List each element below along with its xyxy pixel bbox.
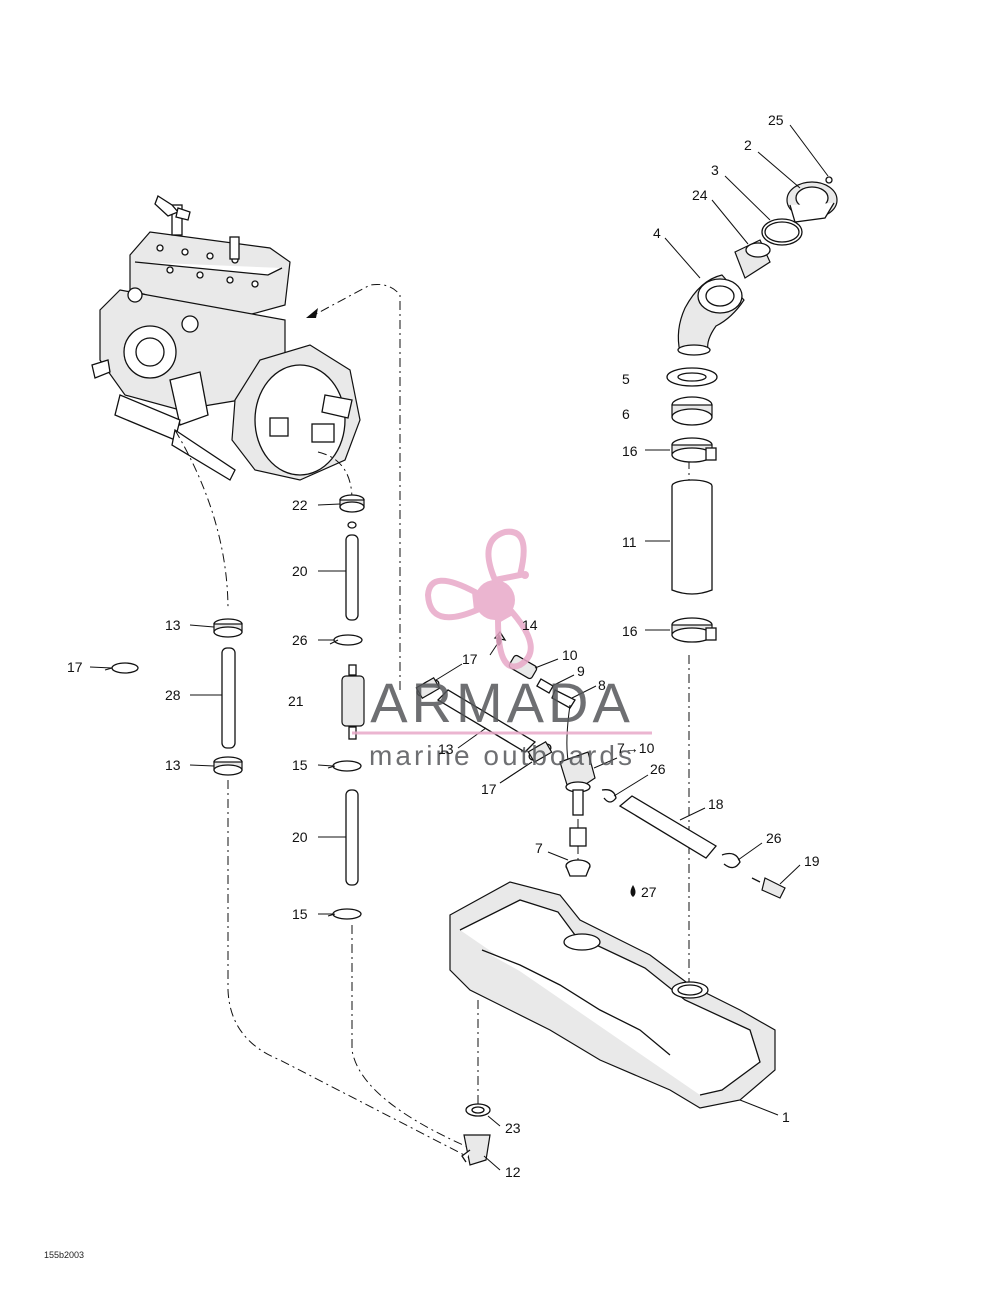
oil-drop-icon (630, 885, 636, 897)
callout-15-upper: 15 (292, 757, 308, 773)
callout-13-left: 28 (165, 687, 181, 703)
propeller-logo-icon (424, 528, 534, 670)
callout-2: 2 (744, 137, 752, 153)
armada-watermark: ARMADA marine outboards (352, 528, 652, 771)
route-arrow-icon (306, 308, 318, 318)
callout-10: 10 (562, 647, 578, 663)
callout-6: 6 (622, 406, 630, 422)
callout-29: 13 (165, 757, 181, 773)
callout-17-center-upper: 17 (462, 651, 478, 667)
callout-21: 21 (288, 693, 304, 709)
callout-1: 1 (782, 1109, 790, 1125)
callout-25: 25 (768, 112, 784, 128)
callout-3: 3 (711, 162, 719, 178)
callout-24: 24 (692, 187, 708, 203)
callout-12: 12 (505, 1164, 521, 1180)
callout-16-lower: 16 (622, 623, 638, 639)
callout-15-lower: 15 (292, 906, 308, 922)
watermark-brand: ARMADA (370, 671, 634, 734)
callout-11: 11 (622, 534, 637, 550)
engine-illustration (91, 195, 361, 481)
callout-22: 22 (292, 497, 308, 513)
callout-7-to-10: 7→10 (617, 740, 655, 756)
callout-19: 19 (804, 853, 820, 869)
callout-28: 17 (67, 659, 83, 675)
callout-8: 8 (598, 677, 606, 693)
fuel-valve-group (461, 630, 786, 1166)
callout-9: 9 (577, 663, 585, 679)
callout-16-upper: 16 (622, 443, 638, 459)
callout-20-lower: 20 (292, 829, 308, 845)
filler-neck-assembly (666, 176, 838, 643)
hoses-and-clamps (104, 494, 553, 920)
callout-26-right: 26 (650, 761, 666, 777)
callout-13-center: 13 (438, 741, 454, 757)
callout-17-center-lower: 17 (481, 781, 497, 797)
callout-18: 18 (708, 796, 724, 812)
callout-labels: 25 2 3 24 4 5 6 16 11 16 14 10 9 8 7→10 … (67, 112, 820, 1180)
callout-26-lower: 26 (766, 830, 782, 846)
fuel-tank (449, 881, 776, 1109)
callout-26-left: 26 (292, 632, 308, 648)
callout-14: 14 (522, 617, 538, 633)
callout-27: 27 (641, 884, 657, 900)
callout-7: 7 (535, 840, 543, 856)
callout-20-upper: 20 (292, 563, 308, 579)
callout-4: 4 (653, 225, 661, 241)
hose-routing-lines (174, 284, 690, 1159)
callout-17-left: 13 (165, 617, 181, 633)
drawing-code: 155b2003 (44, 1250, 84, 1260)
leader-lines (89, 124, 829, 1171)
callout-23: 23 (505, 1120, 521, 1136)
callout-5: 5 (622, 371, 630, 387)
watermark-tagline: marine outboards (369, 740, 635, 771)
